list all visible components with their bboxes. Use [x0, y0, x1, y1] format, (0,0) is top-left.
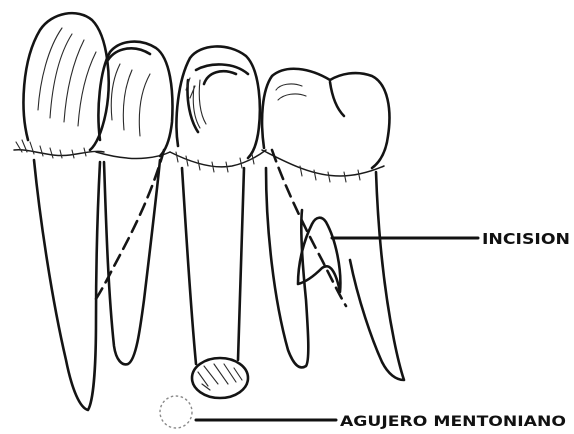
- mental-foramen-circle: [160, 396, 192, 428]
- first-molar-shading: [276, 84, 306, 100]
- first-molar-cusp-line: [330, 82, 344, 116]
- canine-root: [34, 160, 100, 410]
- root-apex-lesion: [192, 358, 248, 398]
- first-premolar-cusp: [108, 48, 150, 60]
- first-molar-gingiva-texture: [300, 166, 360, 182]
- first-premolar-cej: [96, 152, 170, 159]
- mental-foramen-label: AGUJERO MENTONIANO: [340, 414, 566, 430]
- second-premolar-root: [182, 168, 244, 364]
- canine-crown-shading: [38, 28, 96, 126]
- tooth-canine: [14, 13, 109, 410]
- second-premolar-gingiva-texture: [176, 152, 254, 172]
- tooth-second-premolar: [170, 46, 266, 398]
- canine-crown: [24, 13, 109, 150]
- first-molar-crown: [262, 69, 389, 168]
- incision-label: INCISION: [482, 230, 570, 248]
- root-apex-lesion-shading: [198, 364, 242, 390]
- first-premolar-shading: [111, 64, 150, 136]
- tooth-first-molar: [262, 69, 404, 380]
- first-molar-distal-root: [350, 172, 404, 380]
- first-molar-mesial-root: [266, 168, 308, 367]
